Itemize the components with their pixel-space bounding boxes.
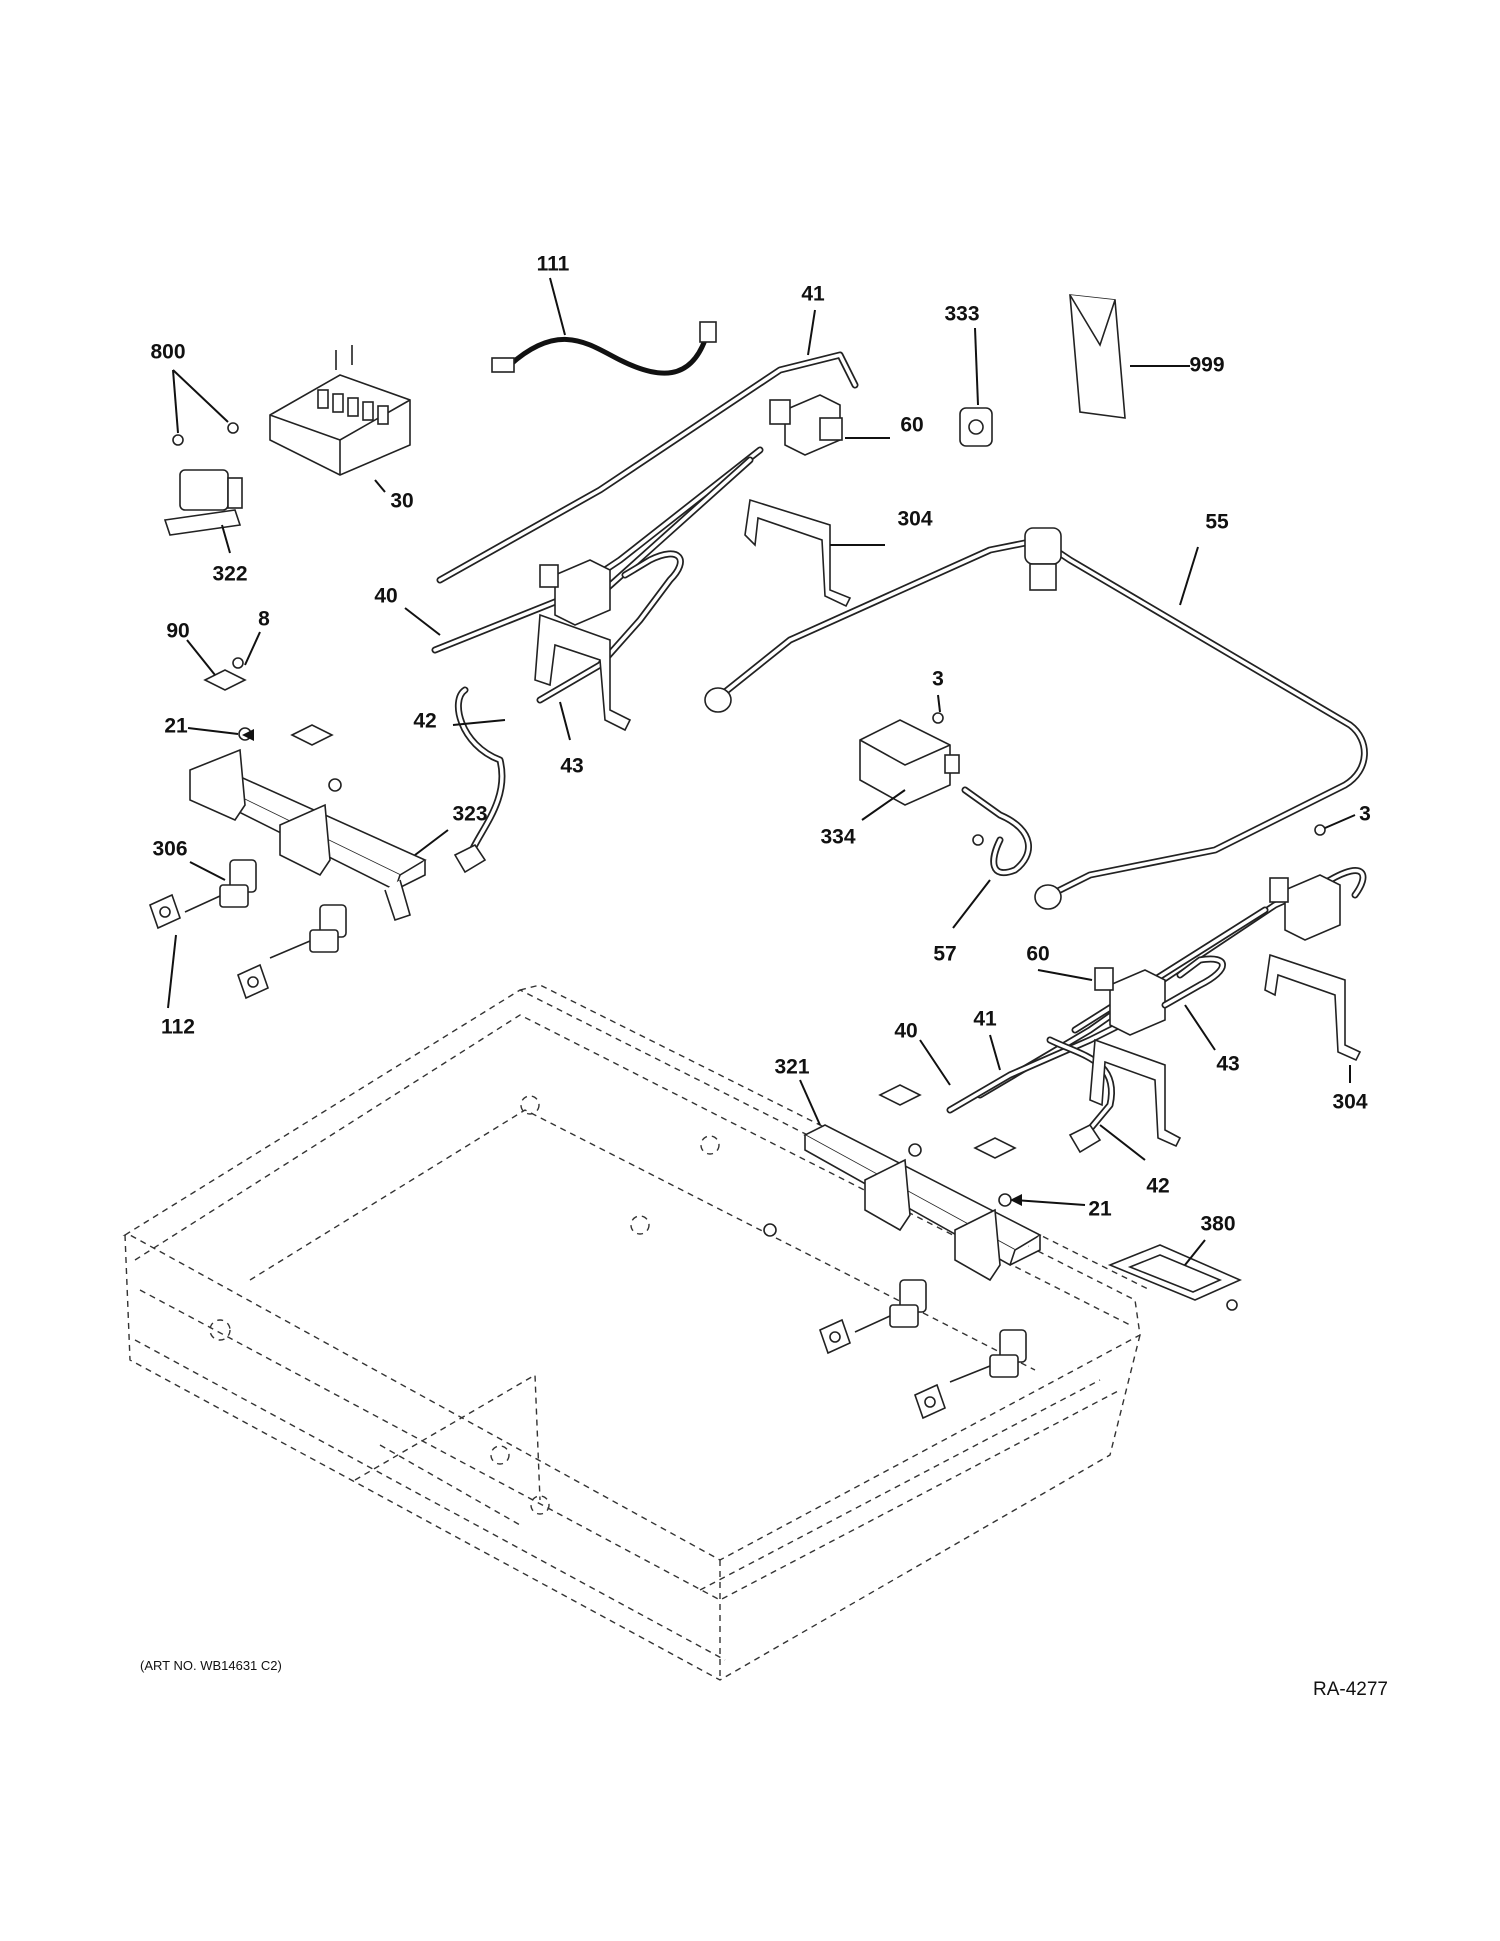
spark-module-30 bbox=[269, 345, 411, 476]
callout-334: 334 bbox=[820, 826, 855, 849]
callout-304-upper: 304 bbox=[897, 508, 932, 531]
callout-60-lower: 60 bbox=[1026, 943, 1049, 966]
valve-60-upper bbox=[769, 394, 843, 456]
callout-41-lower: 41 bbox=[973, 1008, 997, 1031]
knob-lower-b bbox=[914, 1383, 946, 1420]
callout-3-upper: 3 bbox=[932, 668, 944, 691]
screw-8 bbox=[232, 657, 244, 669]
callout-60-upper: 60 bbox=[900, 414, 923, 437]
callout-41-upper: 41 bbox=[801, 283, 825, 306]
valve-upper-mid bbox=[539, 559, 611, 626]
callout-111: 111 bbox=[537, 253, 570, 276]
hose-57 bbox=[961, 786, 1032, 877]
knob-112-b bbox=[237, 963, 269, 1000]
burner-manifold-321 bbox=[803, 1124, 1042, 1282]
screw-800-b bbox=[227, 422, 239, 434]
callout-800: 800 bbox=[150, 341, 185, 364]
valve-306-a bbox=[184, 859, 257, 913]
callout-306: 306 bbox=[152, 838, 187, 861]
tube-43-upper bbox=[536, 550, 684, 704]
callout-55: 55 bbox=[1205, 511, 1229, 534]
callout-380: 380 bbox=[1200, 1213, 1235, 1236]
bracket-upper bbox=[534, 613, 632, 732]
clip-left-2 bbox=[290, 724, 334, 746]
clip-lower-2 bbox=[973, 1137, 1017, 1159]
screw-21-lower-b bbox=[998, 1193, 1012, 1207]
callout-21-left: 21 bbox=[164, 715, 188, 738]
gasket-380 bbox=[1107, 1244, 1242, 1311]
callout-8: 8 bbox=[258, 608, 270, 631]
callout-322: 322 bbox=[212, 563, 247, 586]
callout-57: 57 bbox=[933, 943, 956, 966]
callout-323: 323 bbox=[452, 803, 487, 826]
switch-333 bbox=[959, 407, 993, 447]
tube-lower-diagonal bbox=[1071, 906, 1269, 1034]
manifold-tube-55 bbox=[704, 527, 1368, 910]
art-number: (ART NO. WB14631 C2) bbox=[140, 1658, 282, 1673]
wire-harness-111 bbox=[491, 321, 717, 376]
callout-40-lower: 40 bbox=[894, 1020, 917, 1043]
callout-999: 999 bbox=[1189, 354, 1224, 377]
bracket-304-right bbox=[1264, 953, 1362, 1062]
callout-42-lower: 42 bbox=[1146, 1175, 1169, 1198]
screw-21-lower-c bbox=[763, 1223, 777, 1237]
knob-112-a bbox=[149, 893, 181, 930]
valve-60-right bbox=[1269, 874, 1341, 941]
callout-43-upper: 43 bbox=[560, 755, 583, 778]
callout-304-lower: 304 bbox=[1332, 1091, 1367, 1114]
callout-112: 112 bbox=[161, 1016, 195, 1039]
leader-lines bbox=[167, 277, 1356, 1266]
bracket-304-upper bbox=[744, 498, 852, 608]
tube-upper-diagonal bbox=[601, 456, 754, 594]
screw-21-lower-a bbox=[908, 1143, 922, 1157]
callout-labels: 111 41 333 999 800 60 30 304 55 322 40 9… bbox=[150, 253, 1370, 1236]
callout-40-upper: 40 bbox=[374, 585, 397, 608]
envelope-999 bbox=[1069, 294, 1126, 419]
page-code: RA-4277 bbox=[1313, 1679, 1388, 1700]
callout-90: 90 bbox=[166, 620, 189, 643]
valve-306-b bbox=[269, 904, 347, 959]
knob-lower-a bbox=[819, 1318, 851, 1355]
tube-41-upper bbox=[436, 351, 859, 584]
callout-333: 333 bbox=[944, 303, 979, 326]
regulator-334 bbox=[859, 719, 960, 806]
transformer-322 bbox=[163, 469, 243, 536]
tube-40-upper bbox=[431, 446, 764, 654]
screw-3-b bbox=[1314, 824, 1326, 836]
callout-42-upper: 42 bbox=[413, 710, 436, 733]
screw-3-a bbox=[932, 712, 944, 724]
callout-30: 30 bbox=[390, 490, 413, 513]
tube-42-upper bbox=[453, 686, 506, 874]
callout-43-lower: 43 bbox=[1216, 1053, 1239, 1076]
tube-43-lower bbox=[1161, 955, 1226, 1009]
valve-lower-b bbox=[949, 1329, 1027, 1383]
burner-manifold-323 bbox=[189, 748, 427, 922]
valve-lower-a bbox=[854, 1279, 927, 1333]
callout-21-lower: 21 bbox=[1088, 1198, 1112, 1221]
screw-800-a bbox=[172, 434, 184, 446]
bracket-lower bbox=[1089, 1038, 1182, 1148]
clip-90 bbox=[203, 669, 247, 691]
valve-60-lower bbox=[1094, 967, 1166, 1036]
clip-lower-1 bbox=[878, 1084, 922, 1106]
callout-3-right: 3 bbox=[1359, 803, 1371, 826]
screw-21-left-b bbox=[328, 778, 342, 792]
callout-321: 321 bbox=[774, 1056, 809, 1079]
